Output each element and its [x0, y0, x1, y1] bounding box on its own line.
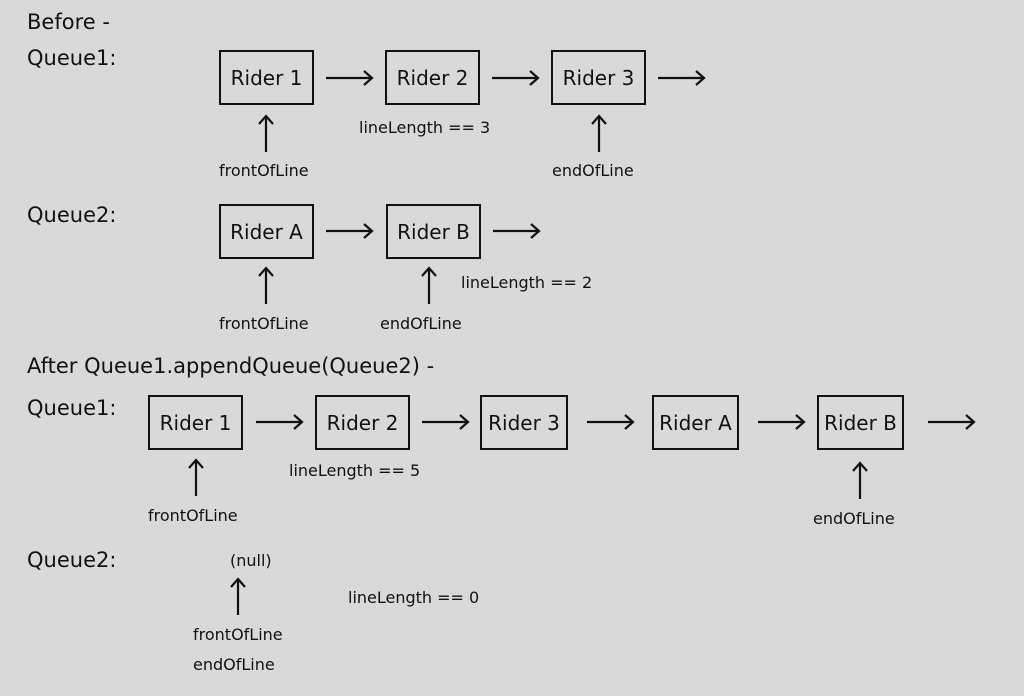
after-queue1-end-label: endOfLine	[813, 509, 895, 528]
up-arrow-icon	[258, 266, 274, 304]
before-queue2-length-label: lineLength == 2	[461, 273, 593, 292]
after-queue2-length-label: lineLength == 0	[348, 588, 480, 607]
up-arrow-icon	[421, 266, 437, 304]
right-arrow-icon	[758, 414, 806, 430]
after-queue1-node-1: Rider 1	[148, 395, 243, 450]
right-arrow-icon	[928, 414, 976, 430]
before-queue2-label: Queue2:	[27, 203, 117, 227]
after-queue1-node-a: Rider A	[652, 395, 739, 450]
before-queue2-front-label: frontOfLine	[219, 314, 309, 333]
up-arrow-icon	[591, 114, 607, 152]
before-heading: Before -	[27, 10, 110, 34]
after-queue1-node-2: Rider 2	[315, 395, 410, 450]
before-queue1-node-2: Rider 2	[385, 50, 480, 105]
up-arrow-icon	[852, 461, 868, 499]
up-arrow-icon	[258, 114, 274, 152]
right-arrow-icon	[422, 414, 470, 430]
after-queue1-node-3: Rider 3	[480, 395, 568, 450]
after-queue2-front-label: frontOfLine	[193, 625, 283, 644]
after-queue1-label: Queue1:	[27, 396, 117, 420]
up-arrow-icon	[230, 577, 246, 615]
before-queue1-node-1: Rider 1	[219, 50, 314, 105]
after-queue2-null-label: (null)	[230, 551, 272, 570]
before-queue1-node-3: Rider 3	[551, 50, 646, 105]
right-arrow-icon	[587, 414, 635, 430]
before-queue1-end-label: endOfLine	[552, 161, 634, 180]
up-arrow-icon	[188, 458, 204, 496]
after-queue1-node-b: Rider B	[817, 395, 904, 450]
after-queue2-end-label: endOfLine	[193, 655, 275, 674]
after-queue1-length-label: lineLength == 5	[289, 461, 421, 480]
right-arrow-icon	[256, 414, 304, 430]
right-arrow-icon	[492, 70, 540, 86]
before-queue1-length-label: lineLength == 3	[359, 118, 491, 137]
after-queue2-label: Queue2:	[27, 548, 117, 572]
before-queue2-node-a: Rider A	[219, 204, 314, 259]
right-arrow-icon	[658, 70, 706, 86]
before-queue1-front-label: frontOfLine	[219, 161, 309, 180]
before-queue2-end-label: endOfLine	[380, 314, 462, 333]
after-queue1-front-label: frontOfLine	[148, 506, 238, 525]
before-queue2-node-b: Rider B	[386, 204, 481, 259]
right-arrow-icon	[493, 223, 541, 239]
right-arrow-icon	[326, 70, 374, 86]
after-heading: After Queue1.appendQueue(Queue2) -	[27, 354, 435, 378]
right-arrow-icon	[326, 223, 374, 239]
before-queue1-label: Queue1:	[27, 46, 117, 70]
